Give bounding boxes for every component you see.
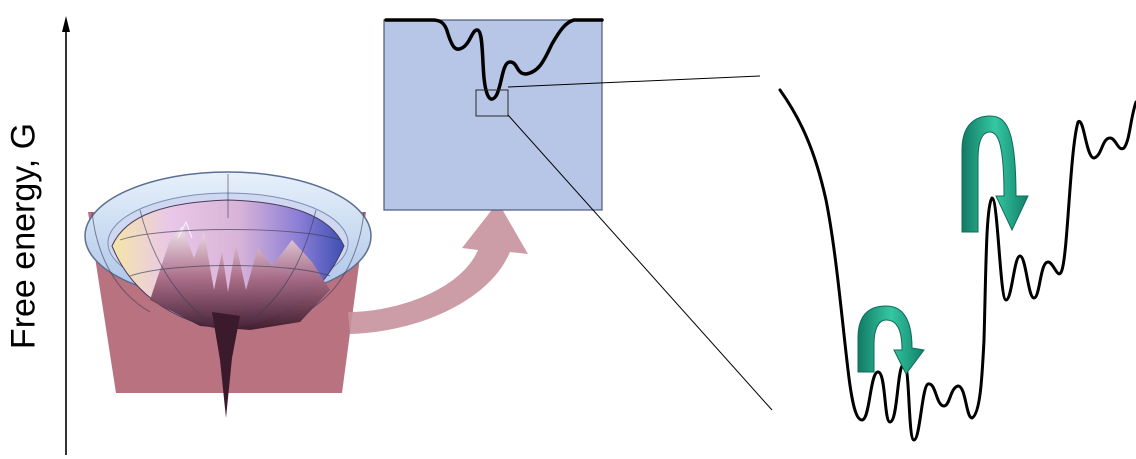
inset-panel — [383, 18, 604, 211]
y-axis-arrowhead — [62, 16, 70, 32]
y-axis — [62, 16, 70, 455]
inset-energy-curve — [384, 18, 604, 101]
zoom-lines — [507, 75, 773, 411]
curved-arrow-icon — [857, 305, 925, 375]
curved-arrow-icon — [961, 115, 1029, 233]
rotation-arrow-large — [961, 115, 1029, 233]
rugged-energy-curve — [778, 88, 1136, 442]
funnel-landscape-image — [84, 171, 372, 418]
y-axis-label: Free energy, G — [4, 122, 43, 350]
inset-background — [383, 19, 603, 211]
rotation-arrow-small — [857, 305, 925, 375]
transfer-arrow — [348, 202, 528, 334]
zoom-region-box — [475, 89, 509, 117]
curved-arrow-icon — [348, 202, 528, 334]
